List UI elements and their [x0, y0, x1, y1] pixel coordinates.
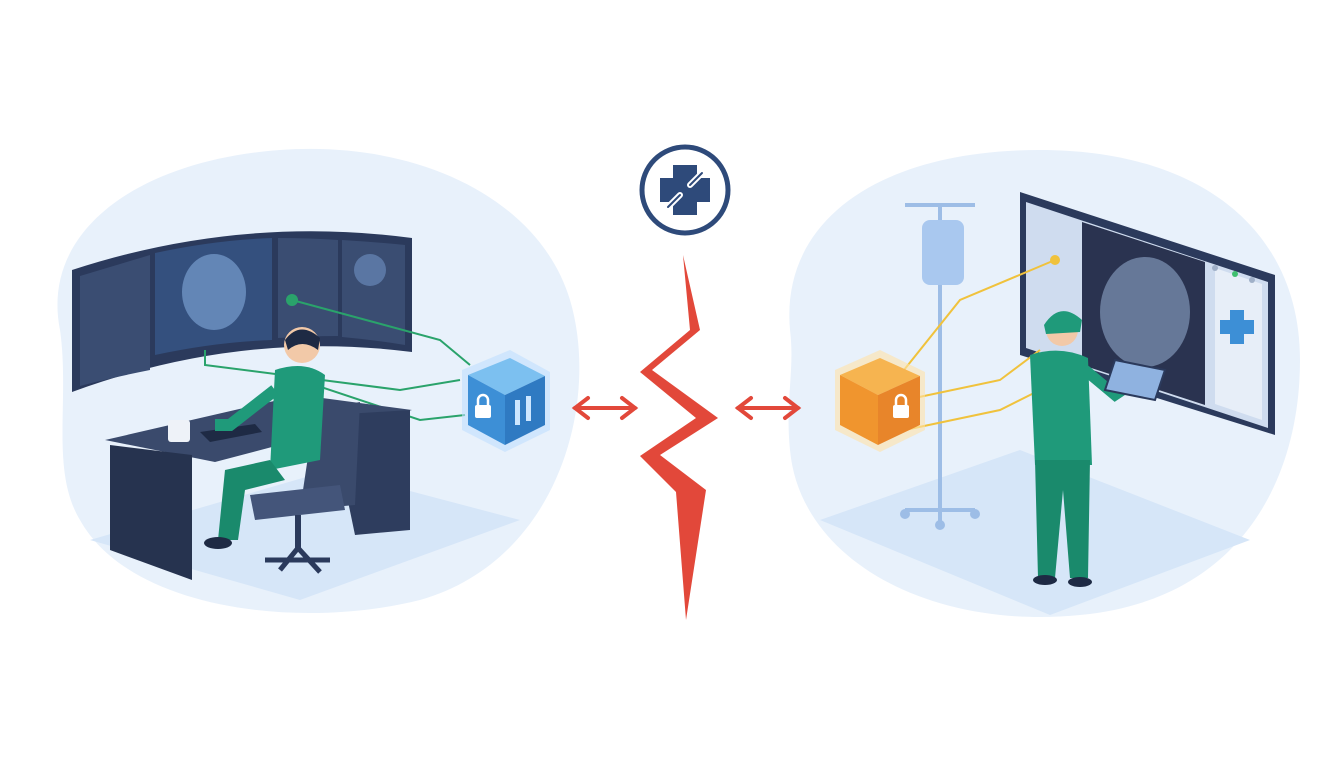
- bidirectional-arrow-right: [734, 396, 802, 420]
- medical-cross-broken-chain-icon: [639, 144, 731, 236]
- brain-scan: [182, 254, 246, 330]
- tablet: [1103, 358, 1167, 402]
- xray-display-monitor: [1020, 192, 1275, 435]
- bidirectional-arrow-left: [571, 396, 639, 420]
- data-link-lines-yellow: [899, 255, 1060, 431]
- doctor-at-desk: [204, 327, 325, 549]
- doctor-with-tablet: [1030, 311, 1167, 587]
- curved-monitor: [72, 231, 412, 392]
- encrypted-data-cube-blue: [462, 350, 550, 452]
- padlock-icon: [893, 393, 909, 418]
- encrypted-data-cube-orange: [835, 350, 925, 452]
- left-floor: [90, 470, 520, 600]
- iv-stand: [900, 203, 980, 530]
- padlock-icon: [475, 393, 491, 418]
- coffee-mug: [168, 420, 190, 442]
- connection-break-lightning: [640, 255, 718, 620]
- right-floor: [820, 450, 1250, 615]
- keyboard: [200, 424, 262, 442]
